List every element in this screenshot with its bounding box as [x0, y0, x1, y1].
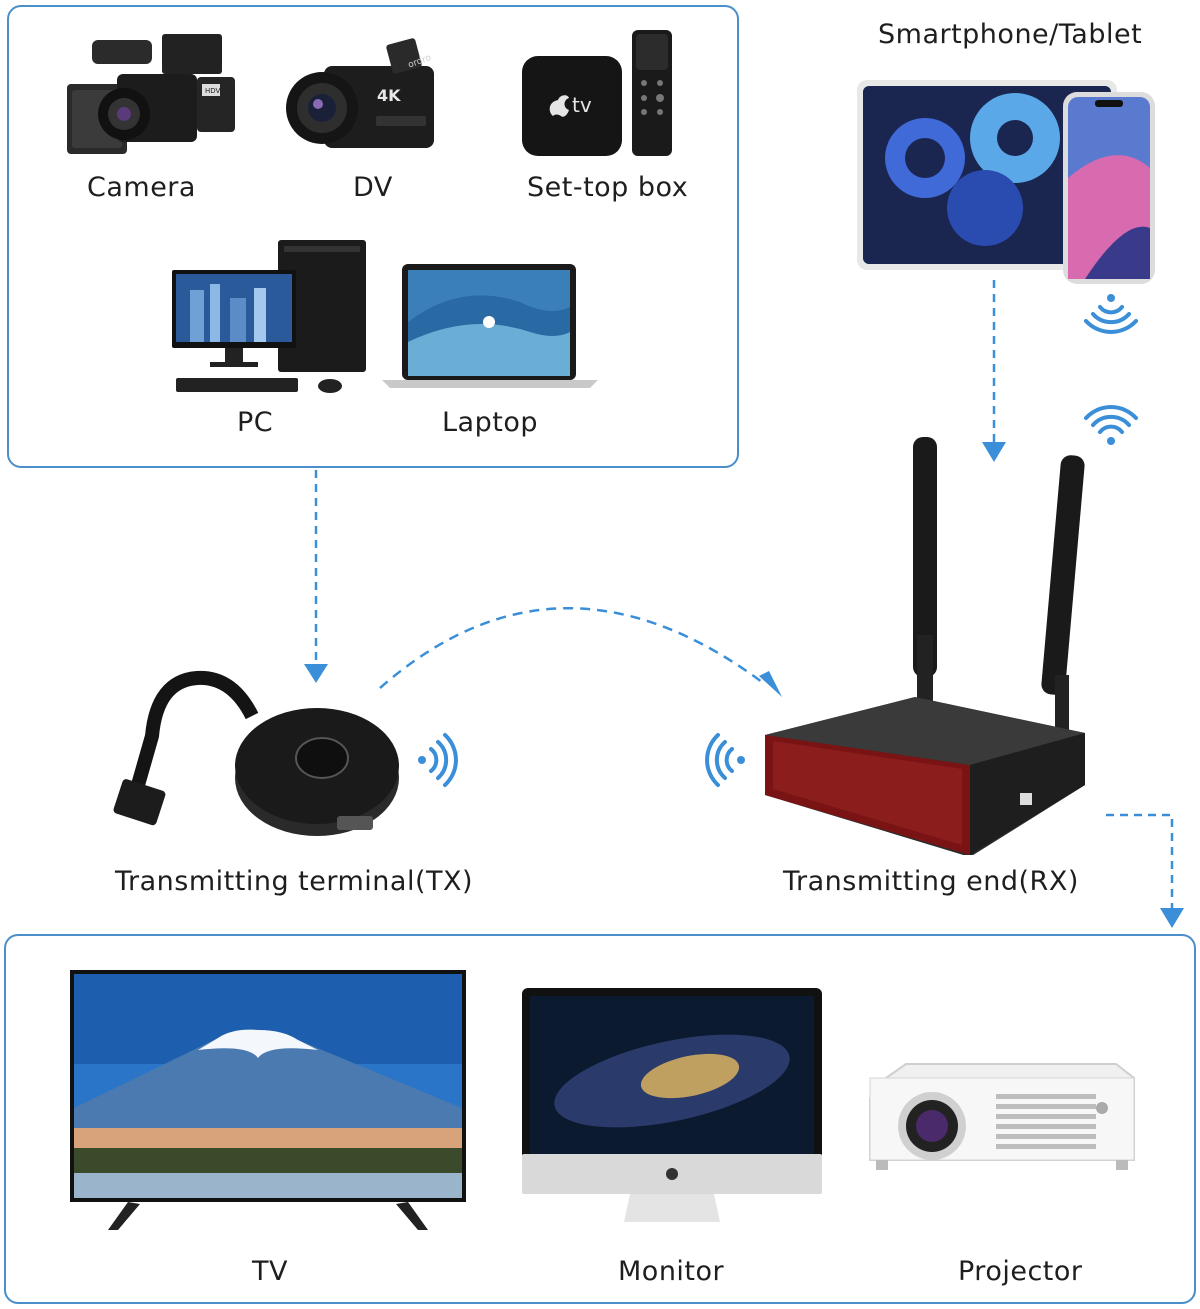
- rx-receiver-icon: [765, 437, 1085, 855]
- arrow-rx-to-displays: [1106, 813, 1174, 910]
- set-top-box-label: Set-top box: [527, 172, 689, 203]
- smartphone-tablet-icon: [857, 80, 1155, 284]
- monitor-icon: [522, 988, 822, 1222]
- set-top-box-icon: tv: [522, 30, 672, 156]
- wifi-signal-icon-antenna: [1084, 405, 1138, 445]
- laptop-label: Laptop: [442, 407, 538, 438]
- camera-hdv-print: HDV: [205, 87, 221, 95]
- display-devices-panel: [4, 934, 1196, 1304]
- pc-icon: [172, 240, 366, 393]
- settop-logo-text: tv: [572, 93, 592, 117]
- wifi-signal-icon-rx: [705, 733, 745, 787]
- wifi-signal-icon-mobile: [1084, 294, 1138, 334]
- pc-label: PC: [237, 407, 274, 438]
- dv-camcorder-icon: 4K ordro: [286, 38, 434, 148]
- rx-label: Transmitting end(RX): [783, 866, 1079, 897]
- arrow-head-displays: [1160, 908, 1184, 928]
- laptop-icon: [382, 264, 598, 388]
- tx-label: Transmitting terminal(TX): [115, 866, 474, 897]
- tv-icon: [70, 970, 466, 1230]
- projector-label: Projector: [958, 1256, 1083, 1287]
- tx-transmitter-icon: [113, 670, 399, 836]
- dv-4k-print: 4K: [377, 86, 401, 105]
- tv-label: TV: [252, 1256, 288, 1287]
- arrow-head-tx: [304, 664, 328, 683]
- camera-label: Camera: [87, 172, 196, 203]
- arrow-head-mobile: [982, 442, 1006, 462]
- arrow-head-rx: [759, 671, 782, 697]
- wifi-signal-icon-tx: [418, 733, 458, 787]
- camera-icon: HDV: [67, 34, 235, 154]
- dv-label: DV: [353, 172, 393, 203]
- projector-icon: [869, 1063, 1135, 1170]
- monitor-label: Monitor: [618, 1256, 725, 1287]
- source-devices-panel: [7, 5, 739, 468]
- smartphone-tablet-label: Smartphone/Tablet: [878, 19, 1143, 50]
- arrow-tx-to-rx: [379, 607, 767, 689]
